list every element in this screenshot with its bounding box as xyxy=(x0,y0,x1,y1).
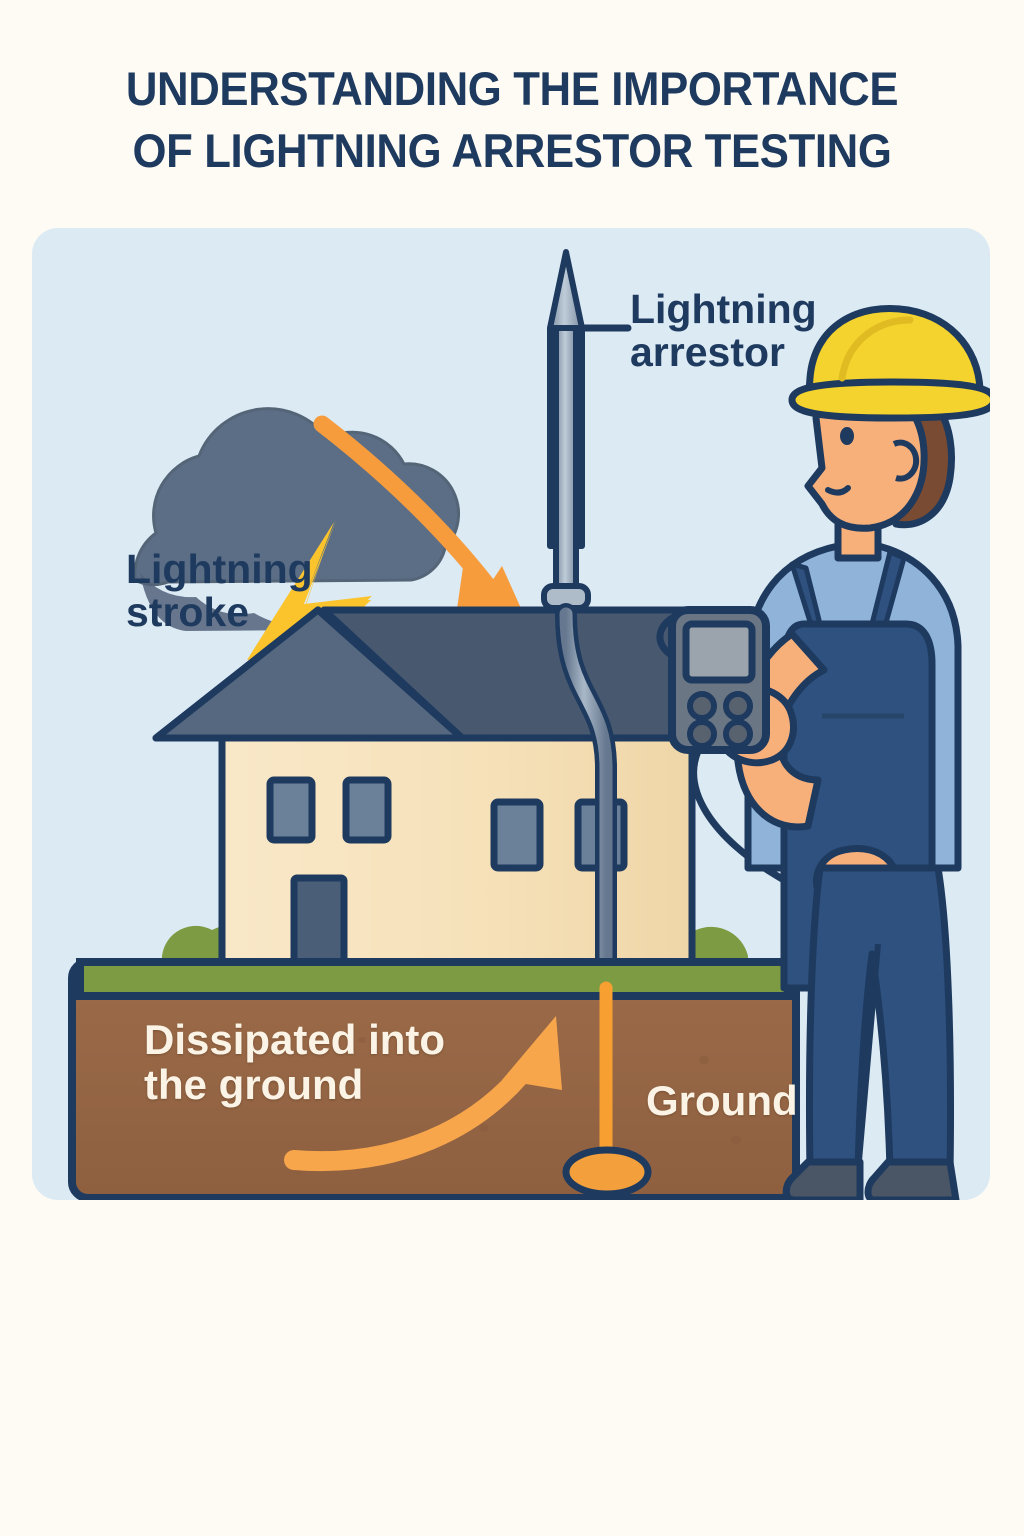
house-window xyxy=(342,776,392,844)
page-title: UNDERSTANDING THE IMPORTANCE OF LIGHTNIN… xyxy=(0,58,1024,182)
house-window xyxy=(266,776,316,844)
house xyxy=(152,606,736,974)
tester-button[interactable] xyxy=(723,719,753,749)
label-lightning-stroke: Lightning stroke xyxy=(126,546,313,636)
tester-button[interactable] xyxy=(687,719,717,749)
boot-right xyxy=(864,1158,960,1200)
technician xyxy=(656,305,990,1200)
boot-left xyxy=(782,1158,864,1200)
ground-electrode xyxy=(562,981,652,1198)
house-window xyxy=(490,798,544,872)
storm-cloud-icon xyxy=(133,407,468,631)
grass-strip xyxy=(76,958,792,1000)
tester-button[interactable] xyxy=(687,691,717,721)
title-line-2: OF LIGHTNING ARRESTOR TESTING xyxy=(132,124,892,177)
label-dissipated-into-the-ground: Dissipated into the ground xyxy=(144,1016,446,1108)
label-ground: Ground xyxy=(646,1077,798,1124)
scene-illustration xyxy=(68,249,990,1200)
tester-screen xyxy=(682,620,756,684)
house-door xyxy=(290,874,348,974)
hard-hat-icon xyxy=(788,305,990,422)
illustration-panel: Lightning arrestor Lightning stroke Diss… xyxy=(32,228,990,1200)
tester-button[interactable] xyxy=(723,691,753,721)
handheld-tester[interactable] xyxy=(668,606,770,754)
dissipation-arrow-icon xyxy=(284,1016,562,1172)
title-line-1: UNDERSTANDING THE IMPORTANCE xyxy=(125,62,899,115)
label-lightning-arrestor: Lightning arrestor xyxy=(630,286,817,376)
down-conductor-cable xyxy=(555,603,617,981)
